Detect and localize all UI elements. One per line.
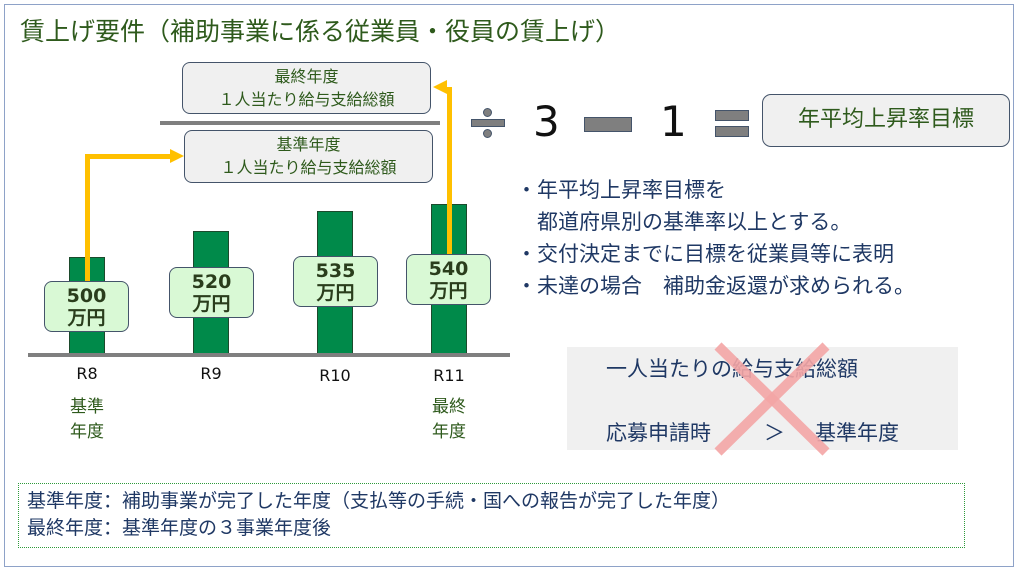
value-unit: 万円 (192, 293, 231, 315)
value-number: 535 (315, 260, 356, 282)
arrow-left-head-icon (433, 80, 447, 94)
denominator-box: 基準年度 １人当たり給与支給総額 (184, 130, 433, 183)
arrow-right-head-icon (170, 149, 184, 163)
crossed-line2-left: 応募申請時 (606, 421, 711, 445)
equals-icon (715, 110, 749, 138)
divide-icon: ÷ (471, 108, 505, 138)
cross-out-icon (714, 342, 830, 456)
numerator-box: 最終年度 １人当たり給与支給総額 (182, 62, 431, 114)
crossed-line2-op: ＞ (764, 421, 785, 445)
numerator-line1: 最終年度 (274, 67, 339, 86)
formula-three: 3 (533, 97, 560, 146)
fraction-line (160, 121, 440, 125)
bullet-line: ・年平均上昇率目標を (516, 178, 726, 202)
arrow-r11-shaft (447, 87, 452, 255)
formula-one: 1 (660, 97, 687, 146)
x-label-r9: R9 (200, 364, 222, 383)
value-number: 500 (66, 285, 107, 307)
value-unit: 万円 (429, 280, 468, 302)
bullet-line: 都道府県別の基準率以上とする。 (516, 210, 852, 234)
arrow-r8-horizontal (85, 154, 173, 159)
sublabel-line: 基準 (70, 397, 104, 417)
denominator-line1: 基準年度 (276, 135, 341, 154)
bullet-line: ・未達の場合 補助金返還が求められる。 (516, 274, 915, 298)
slide-frame (4, 4, 1014, 567)
numerator-line2: １人当たり給与支給総額 (218, 90, 395, 109)
chart-baseline (28, 353, 510, 357)
value-number: 540 (428, 258, 469, 280)
value-unit: 万円 (316, 282, 355, 304)
value-unit: 万円 (67, 307, 106, 329)
note-line: 最終年度：基準年度の３事業年度後 (27, 517, 332, 539)
x-label-r11: R11 (433, 366, 465, 385)
definitions-note: 基準年度：補助事業が完了した年度（支払等の手続・国への報告が完了した年度） 最終… (18, 483, 965, 548)
bullet-line: ・交付決定までに目標を従業員等に表明 (516, 242, 894, 266)
crossed-line2-right: 基準年度 (815, 421, 899, 445)
x-label-r10: R10 (319, 366, 351, 385)
sublabel-line: 最終 (432, 397, 466, 417)
slide-title: 賃上げ要件（補助事業に係る従業員・役員の賃上げ） (20, 17, 621, 46)
note-line: 基準年度：補助事業が完了した年度（支払等の手続・国への報告が完了した年度） (27, 490, 731, 512)
sublabel-r11: 最終年度 (419, 395, 479, 445)
sublabel-line: 年度 (70, 422, 104, 442)
denominator-line2: １人当たり給与支給総額 (220, 158, 397, 177)
sublabel-line: 年度 (432, 422, 466, 442)
arrow-r8-shaft (85, 154, 90, 282)
x-label-r8: R8 (76, 364, 98, 383)
minus-icon (584, 117, 632, 132)
value-number: 520 (191, 271, 232, 293)
sublabel-r8: 基準年度 (57, 395, 117, 445)
annual-growth-target-box: 年平均上昇率目標 (762, 94, 1010, 147)
